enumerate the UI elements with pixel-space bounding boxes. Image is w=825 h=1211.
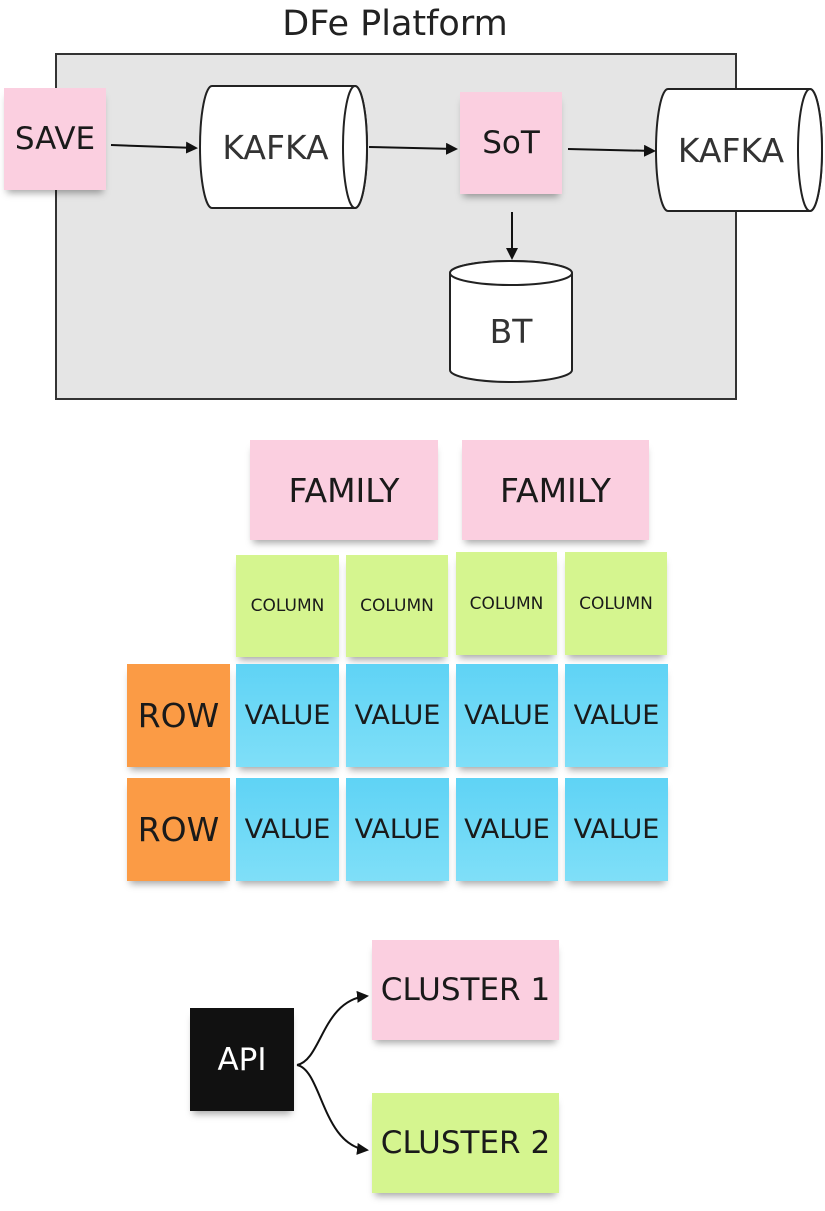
row-sticky-1: ROW [127,664,230,767]
value-sticky: VALUE [565,778,668,881]
column-sticky-3: COLUMN [456,552,557,655]
save-sticky: SAVE [4,88,106,190]
value-sticky: VALUE [236,664,339,767]
family-sticky-1: FAMILY [250,440,438,540]
value-sticky: VALUE [346,664,449,767]
column-sticky-1: COLUMN [236,555,339,657]
arrow-api-to-cluster2 [296,1064,369,1155]
api-sticky: API [190,1008,294,1111]
row-sticky-2: ROW [127,778,230,881]
value-sticky: VALUE [456,778,558,881]
value-sticky: VALUE [456,664,558,767]
value-sticky: VALUE [236,778,339,881]
column-sticky-4: COLUMN [565,552,667,655]
sot-sticky: SoT [460,92,562,194]
cluster-2-sticky: CLUSTER 2 [372,1093,559,1193]
value-sticky: VALUE [346,778,449,881]
platform-title: DFe Platform [282,4,508,44]
column-sticky-2: COLUMN [346,555,448,657]
family-sticky-2: FAMILY [462,440,649,540]
cluster-1-sticky: CLUSTER 1 [372,940,559,1040]
platform-frame [55,53,737,400]
arrow-api-to-cluster1 [296,990,369,1066]
value-sticky: VALUE [565,664,668,767]
